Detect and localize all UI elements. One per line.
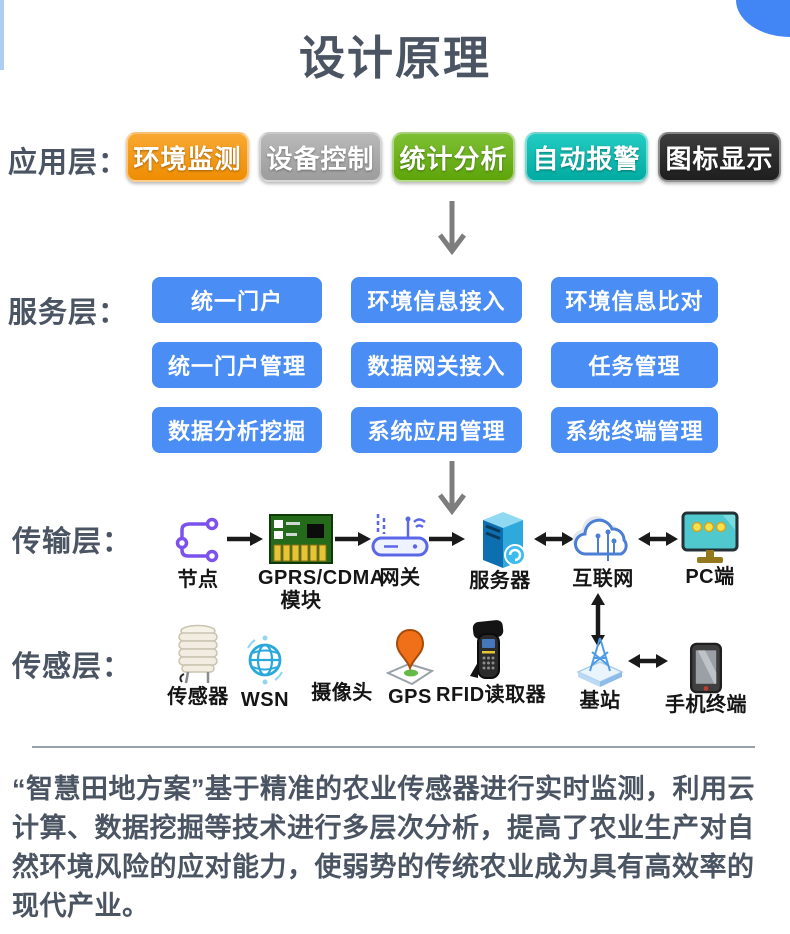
transport-layer-label: 传输层：	[12, 526, 133, 558]
base-station-icon	[576, 637, 624, 687]
service-button: 系统终端管理	[551, 407, 718, 453]
node-label: 互联网	[572, 568, 634, 590]
flow-node-camera: 摄像头	[306, 682, 378, 705]
double-arrow-vertical-icon	[591, 593, 605, 647]
flow-node-mobile: 手机终端	[664, 642, 748, 717]
node-label: RFID读取器	[436, 684, 547, 706]
app-button-env-monitor: 环境监测	[126, 132, 249, 182]
left-edge-decoration	[0, 0, 4, 70]
service-button: 统一门户	[152, 277, 322, 323]
double-arrow-horizontal-icon	[534, 532, 574, 546]
flow-node-gateway: 网关	[368, 512, 432, 590]
application-layer-label: 应用层：	[8, 147, 129, 179]
right-arrow-icon	[429, 532, 465, 546]
pc-icon	[681, 511, 739, 563]
node-label: GPS	[388, 686, 432, 708]
gprs-module-icon	[269, 514, 333, 564]
service-layer-label: 服务层：	[8, 297, 129, 329]
divider-line	[32, 746, 755, 748]
service-button: 数据分析挖掘	[152, 407, 322, 453]
double-arrow-horizontal-icon	[638, 532, 678, 546]
node-label: PC端	[685, 566, 735, 588]
flow-node-node: 节点	[166, 514, 230, 592]
service-button: 数据网关接入	[351, 342, 522, 388]
sensor-icon	[178, 624, 218, 684]
service-button: 系统应用管理	[351, 407, 522, 453]
flow-node-base-station: 基站	[572, 634, 628, 713]
flow-node-server: 服务器	[466, 508, 534, 593]
service-button: 环境信息比对	[551, 277, 718, 323]
down-arrow-icon	[438, 461, 466, 516]
flow-node-rfid: RFID读取器	[436, 620, 547, 707]
service-button: 任务管理	[551, 342, 718, 388]
server-icon	[483, 512, 526, 568]
flow-node-pc: PC端	[678, 510, 742, 589]
service-layer-grid: 统一门户 环境信息接入 环境信息比对 统一门户管理 数据网关接入 任务管理 数据…	[152, 277, 718, 453]
flow-node-gps: GPS	[384, 628, 436, 709]
node-label: 服务器	[469, 570, 531, 592]
rfid-reader-icon	[470, 620, 504, 679]
node-label: 基站	[579, 690, 621, 712]
node-label: WSN	[240, 689, 290, 711]
page-title: 设计原理	[299, 32, 491, 84]
node-label: 手机终端	[665, 694, 747, 716]
node-label: GPRS/CDMA	[258, 567, 385, 589]
gateway-icon	[371, 514, 429, 557]
flow-node-sensor: 传感器	[166, 624, 230, 709]
internet-cloud-icon	[572, 516, 628, 561]
down-arrow-icon	[438, 201, 466, 256]
node-label: 节点	[177, 569, 219, 591]
flow-node-gprs-module: GPRS/CDMA 模块	[258, 514, 385, 613]
flow-node-wsn: WSN	[238, 634, 292, 712]
right-arrow-icon	[335, 532, 371, 546]
service-button: 环境信息接入	[351, 277, 522, 323]
app-button-auto-alarm: 自动报警	[525, 132, 648, 182]
application-layer-row: 环境监测 设备控制 统计分析 自动报警 图标显示	[126, 132, 781, 182]
node-label: 传感器	[167, 686, 229, 708]
app-button-icon-display: 图标显示	[658, 132, 781, 182]
service-button: 统一门户管理	[152, 342, 322, 388]
right-arrow-icon	[227, 532, 263, 546]
mobile-phone-icon	[689, 642, 723, 694]
node-label: 模块	[280, 590, 322, 612]
node-icon	[175, 517, 219, 563]
app-button-device-control: 设备控制	[259, 132, 382, 182]
description-paragraph: “智慧田地方案”基于精准的农业传感器进行实时监测，利用云计算、数据挖掘等技术进行…	[12, 774, 755, 921]
double-arrow-horizontal-icon	[628, 654, 668, 668]
flow-node-internet: 互联网	[570, 512, 636, 591]
gps-pin-icon	[385, 628, 435, 686]
wsn-globe-icon	[247, 635, 283, 685]
sensor-layer-label: 传感层：	[12, 651, 133, 683]
node-label: 摄像头	[311, 682, 373, 704]
app-button-stat-analysis: 统计分析	[392, 132, 515, 182]
node-label: 网关	[379, 567, 421, 589]
